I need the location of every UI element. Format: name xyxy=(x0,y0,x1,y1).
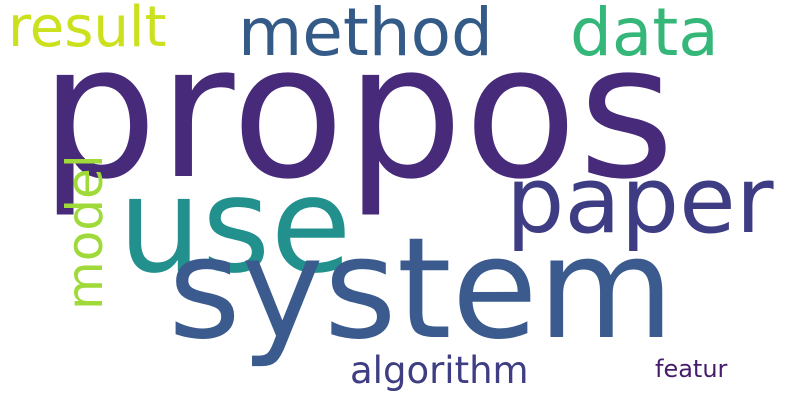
word-propos: propos xyxy=(40,4,676,220)
word-algorithm: algorithm xyxy=(350,349,529,392)
word-system: system xyxy=(168,208,675,371)
word-paper: paper xyxy=(506,147,774,254)
word-use: use xyxy=(118,149,352,303)
word-data: data xyxy=(570,0,719,71)
word-model: model xyxy=(56,154,114,310)
word-result: result xyxy=(8,0,167,60)
word-method: method xyxy=(238,0,493,71)
word-featur: featur xyxy=(655,355,728,383)
